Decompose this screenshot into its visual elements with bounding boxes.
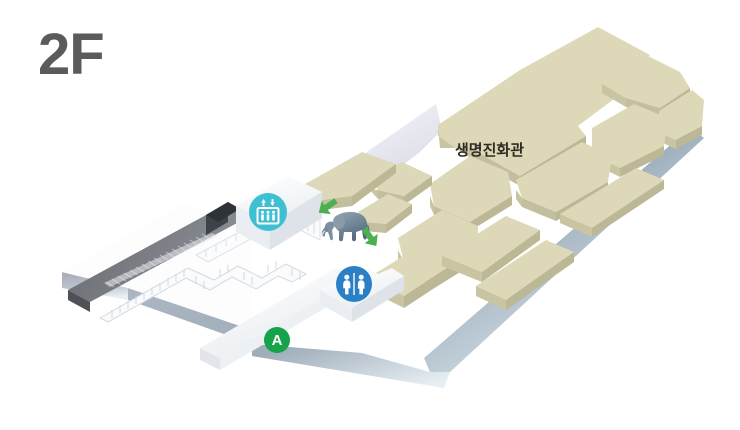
exhibit-block-m [476,240,574,310]
exhibit-block-l [442,216,540,282]
elephant-icon [321,212,370,242]
restroom-block-side-left [320,290,352,322]
exhibit-block-i [358,194,412,233]
exhibit-blocks [298,27,704,310]
elevator-poi[interactable] [248,192,288,232]
map-marker-a[interactable]: A [264,327,290,353]
railing-balusters [111,261,301,318]
corridor-wall-side [200,348,220,370]
arrow-up-left-icon [318,198,338,215]
exhibit-block-e [560,168,664,237]
escalator-tread-band [104,233,218,287]
hall-name-label: 생명진화관 [455,142,525,159]
railing-top-face [98,263,308,323]
escalator-side [68,290,90,312]
room-wedge-top [358,104,442,170]
elevator-block-side-right [270,192,322,250]
restroom-poi[interactable] [335,265,373,303]
escalator-head-top [206,202,240,222]
restroom-block-side-right [352,276,404,322]
restroom-icon [336,266,372,302]
floor-level-label: 2F [38,22,105,87]
escalator-shaft [68,202,252,312]
elevator-block-side-left [236,206,270,250]
elevator-icon [249,193,287,231]
arrow-down-right-icon [361,227,378,247]
exhibit-block-mr-c [592,104,668,177]
corridor-wall-top [200,268,356,358]
